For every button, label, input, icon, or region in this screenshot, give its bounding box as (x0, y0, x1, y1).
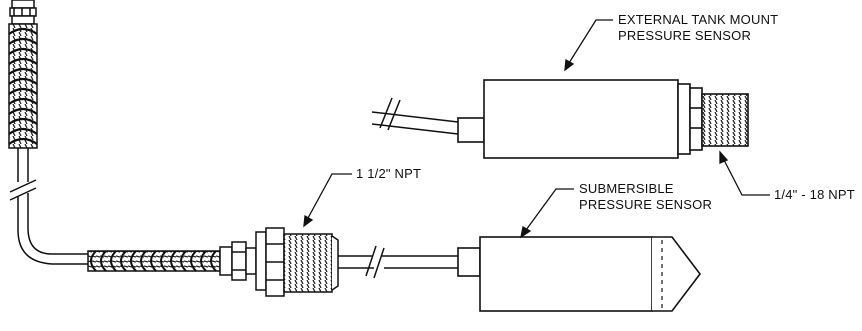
external-cable (371, 97, 459, 135)
thread-quarter-label: 1/4" - 18 NPT (774, 187, 855, 203)
horizontal-strain-relief (87, 250, 221, 272)
thread-quarter-label-text: 1/4" - 18 NPT (774, 187, 855, 202)
external-sensor-label-line2: PRESSURE SENSOR (618, 28, 752, 43)
leader-arrows (303, 19, 770, 239)
vertical-strain-relief (8, 23, 38, 149)
thread-quarter-leader-arrow (719, 150, 770, 196)
submersible-sensor-label-line2: PRESSURE SENSOR (579, 197, 713, 212)
submersible-sensor-label: SUBMERSIBLE PRESSURE SENSOR (579, 181, 712, 213)
top-cable-fitting (9, 0, 37, 25)
thread-npt-label-text: 1 1/2" NPT (356, 166, 422, 181)
thread-npt-leader-arrow (303, 173, 352, 228)
submersible-sensor-leader-arrow (520, 188, 574, 239)
external-sensor-label-line1: EXTERNAL TANK MOUNT (618, 12, 779, 27)
external-sensor (457, 79, 749, 159)
cable-gland-nut (219, 241, 257, 281)
hex-flange (255, 227, 285, 297)
cable-assembly (8, 0, 339, 297)
submersible-sensor-label-line1: SUBMERSIBLE (579, 181, 674, 196)
submersible-sensor (457, 236, 702, 312)
thread-npt-label: 1 1/2" NPT (356, 166, 421, 182)
external-sensor-leader-arrow (564, 19, 613, 72)
external-sensor-label: EXTERNAL TANK MOUNT PRESSURE SENSOR (618, 12, 778, 44)
submersible-cable (338, 245, 458, 279)
npt-threaded-body (283, 233, 339, 293)
